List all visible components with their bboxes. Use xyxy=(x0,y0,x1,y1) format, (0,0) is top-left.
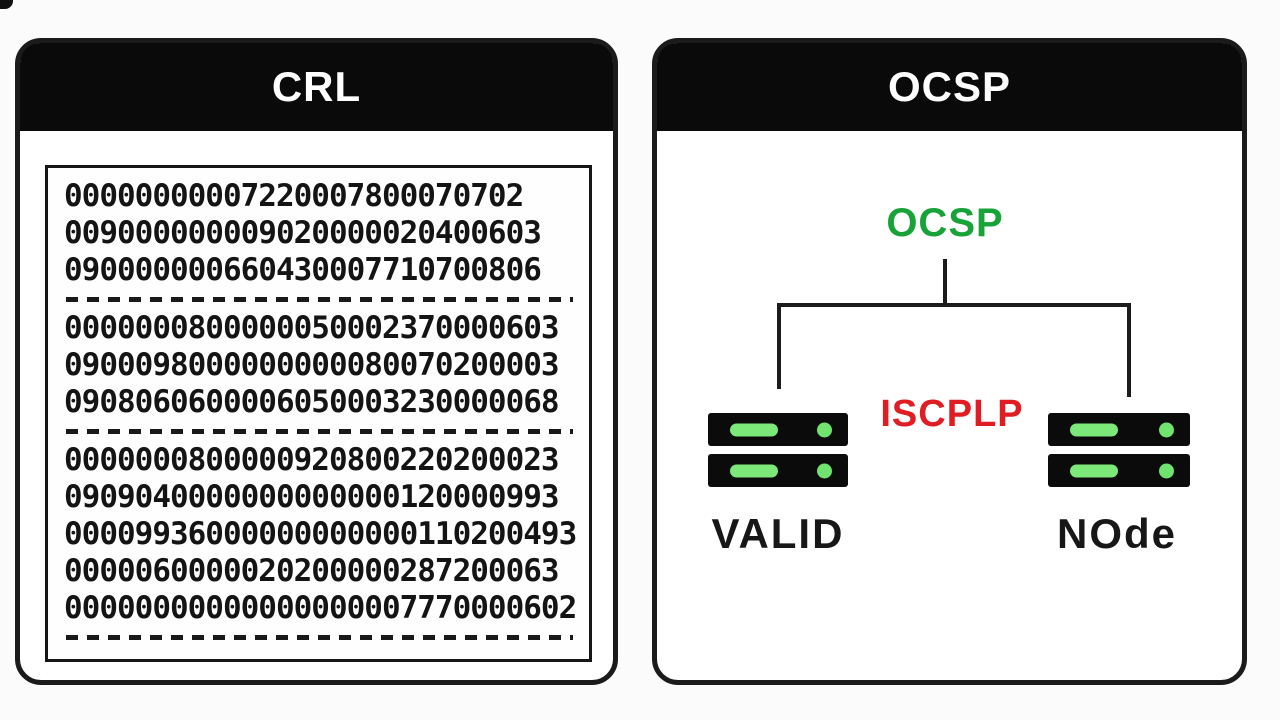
server-light-bar xyxy=(1070,423,1118,436)
tree-stem-line xyxy=(943,259,947,307)
group-separator xyxy=(66,297,573,302)
crl-panel: CRL 00000000007220007800070702 009000000… xyxy=(15,38,618,685)
left-node-label: VALID xyxy=(711,510,845,557)
crl-panel-header: CRL xyxy=(20,43,613,131)
server-icon xyxy=(1048,413,1190,487)
crl-serial-list: 00000000007220007800070702 0090000000090… xyxy=(45,165,592,662)
serial-row: 00009936000000000000110200493 xyxy=(64,516,577,552)
serial-row: 0909040000000000000120000993 xyxy=(64,479,560,515)
corner-artifact xyxy=(0,0,13,9)
server-led-dot xyxy=(1159,463,1174,478)
server-icon xyxy=(708,413,848,487)
server-led-dot xyxy=(817,422,832,437)
serial-row: 0900098000000000080070200003 xyxy=(64,347,560,383)
tree-root-label: OCSP xyxy=(886,201,1004,245)
server-light-bar xyxy=(730,464,778,477)
serial-row: 0000000800000920800220200023 xyxy=(64,442,560,478)
server-light-bar xyxy=(730,423,778,436)
server-rack-unit xyxy=(708,454,848,487)
server-led-dot xyxy=(1159,422,1174,437)
serial-row: 0000060000020200000287200063 xyxy=(64,553,560,589)
tree-right-branch-line xyxy=(1127,303,1131,397)
server-rack-unit xyxy=(1048,413,1190,446)
ocsp-panel-header: OCSP xyxy=(657,43,1242,131)
serial-row: 0908060600006050003230000068 xyxy=(64,384,560,420)
ocsp-panel: OCSP OCSP ISCPLP xyxy=(652,38,1247,685)
server-led-dot xyxy=(817,463,832,478)
responder-status-label: ISCPLP xyxy=(880,393,1024,435)
serial-row: 009000000009020000020400603 xyxy=(64,215,542,251)
server-light-bar xyxy=(1070,464,1118,477)
group-separator xyxy=(66,429,573,434)
serial-row: 00000000007220007800070702 xyxy=(64,178,524,214)
serial-row: 090000000660430007710700806 xyxy=(64,252,542,288)
tree-horizontal-line xyxy=(777,303,1131,307)
ocsp-panel-title: OCSP xyxy=(887,63,1012,110)
crl-panel-title: CRL xyxy=(271,63,362,110)
serial-row: 00000000000000000007770000602 xyxy=(64,590,577,626)
group-separator xyxy=(66,635,573,640)
serial-row: 0000000800000050002370000603 xyxy=(64,310,560,346)
server-rack-unit xyxy=(708,413,848,446)
tree-left-branch-line xyxy=(777,303,781,389)
server-rack-unit xyxy=(1048,454,1190,487)
right-node-label: NOde xyxy=(1056,510,1177,557)
